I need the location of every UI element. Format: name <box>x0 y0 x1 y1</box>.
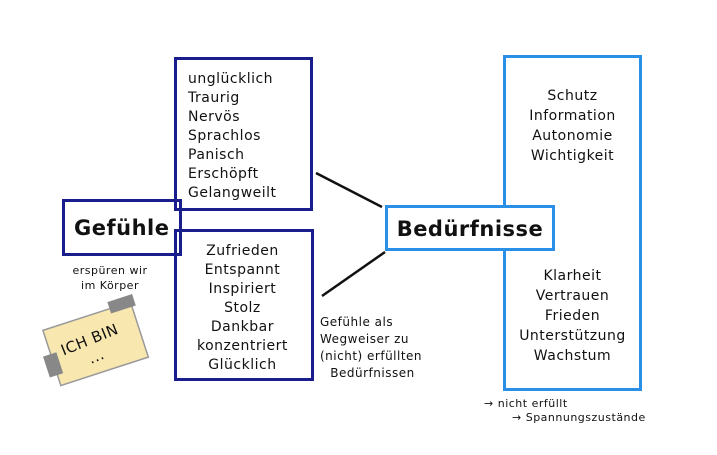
needs-column-box: Schutz Information Autonomie Wichtigkeit… <box>503 55 642 391</box>
feeling: Gelangweilt <box>188 185 277 201</box>
caption-line: (nicht) erfüllten <box>320 349 423 363</box>
feeling: Stolz <box>224 300 261 316</box>
arrow-icon: → <box>484 397 498 410</box>
feeling: Sprachlos <box>188 128 261 144</box>
feeling: Glücklich <box>208 357 277 373</box>
caption-line: Bedürfnissen <box>330 366 415 380</box>
need: Schutz <box>547 88 598 104</box>
negative-feelings-box: unglücklich Traurig Nervös Sprachlos Pan… <box>174 57 313 211</box>
tape-right <box>107 294 136 314</box>
gefuehle-title: Gefühle <box>74 216 170 240</box>
need: Wichtigkeit <box>530 148 615 164</box>
feeling: konzentriert <box>197 338 288 354</box>
connector-bottom <box>321 250 386 298</box>
feeling: Erschöpft <box>188 166 259 182</box>
beduerfnisse-box: Bedürfnisse <box>385 205 555 251</box>
negative-feelings-list: unglücklich Traurig Nervös Sprachlos Pan… <box>188 70 277 203</box>
need: Klarheit <box>543 268 602 284</box>
subtitle-line1: erspüren wir <box>72 264 148 277</box>
footnote-line1: → nicht erfüllt <box>484 397 646 411</box>
feeling: Inspiriert <box>208 281 277 297</box>
footnote: → nicht erfüllt → Spannungszustände <box>484 397 646 425</box>
gefuehle-subtitle: erspüren wir im Körper <box>55 263 165 293</box>
positive-feelings-box: Zufrieden Entspannt Inspiriert Stolz Dan… <box>174 229 314 381</box>
connector-top <box>315 171 383 209</box>
feeling: Dankbar <box>210 319 274 335</box>
caption: Gefühle als Wegweiser zu (nicht) erfüllt… <box>320 314 425 382</box>
feeling: Entspannt <box>204 262 281 278</box>
needs-top-list: Schutz Information Autonomie Wichtigkeit <box>506 86 639 166</box>
feeling: Nervös <box>188 109 240 125</box>
beduerfnisse-title: Bedürfnisse <box>396 217 544 241</box>
gefuehle-box: Gefühle <box>62 199 182 256</box>
need: Unterstützung <box>519 328 626 344</box>
caption-line: Gefühle als <box>320 315 394 329</box>
feeling: Traurig <box>188 90 240 106</box>
positive-feelings-list: Zufrieden Entspannt Inspiriert Stolz Dan… <box>197 242 288 375</box>
tape-left <box>43 352 64 378</box>
need: Autonomie <box>532 128 613 144</box>
feeling: unglücklich <box>188 71 274 87</box>
arrow-icon: → <box>512 411 526 424</box>
need: Frieden <box>544 308 601 324</box>
footnote-line2: → Spannungszustände <box>484 411 646 425</box>
need: Vertrauen <box>535 288 610 304</box>
caption-line: Wegweiser zu <box>320 332 409 346</box>
subtitle-line2: im Körper <box>81 279 139 292</box>
feeling: Zufrieden <box>206 243 279 259</box>
needs-bottom-list: Klarheit Vertrauen Frieden Unterstützung… <box>506 266 639 366</box>
sticky-note <box>41 294 150 387</box>
footnote-text2: Spannungszustände <box>525 411 646 424</box>
feeling: Panisch <box>188 147 245 163</box>
footnote-text1: nicht erfüllt <box>497 397 568 410</box>
need: Wachstum <box>533 348 612 364</box>
need: Information <box>529 108 616 124</box>
